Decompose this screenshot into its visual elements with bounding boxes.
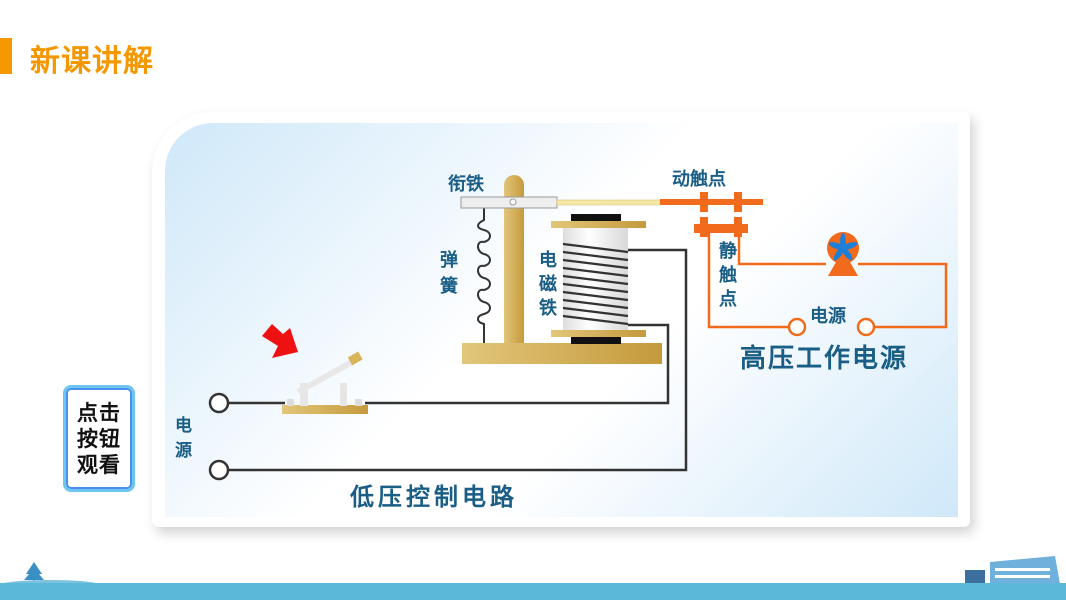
label-lv-circuit: 低压控制电路 — [349, 483, 518, 511]
low-voltage-wires — [228, 248, 688, 472]
armature — [460, 196, 558, 209]
label-lv-source-2: 源 — [175, 440, 192, 461]
red-arrow-icon — [262, 324, 298, 358]
building-icon — [965, 556, 1060, 584]
label-lv-source-1: 电 — [175, 415, 192, 436]
label-static-2: 触 — [719, 264, 737, 286]
label-magnet-1: 电 — [539, 249, 557, 271]
relay-post — [504, 175, 524, 343]
label-hv-source: 电源 — [810, 305, 846, 327]
diagram-panel — [165, 123, 958, 517]
click-to-watch-button[interactable]: 点击 按钮 观看 — [63, 385, 135, 492]
label-armature: 衔铁 — [448, 173, 484, 195]
footer-strip — [0, 583, 1066, 600]
knife-switch[interactable] — [282, 351, 368, 414]
label-spring-2: 簧 — [440, 275, 458, 297]
button-line-3: 观看 — [77, 452, 121, 477]
title-accent-bar — [0, 38, 12, 74]
label-magnet-3: 铁 — [539, 297, 557, 319]
label-hv-circuit: 高压工作电源 — [740, 343, 908, 374]
label-spring-1: 弹 — [440, 249, 458, 271]
static-contact — [694, 217, 748, 237]
fan-icon — [827, 232, 859, 276]
label-moving-contact: 动触点 — [672, 168, 726, 190]
relay-base — [462, 343, 662, 364]
spring — [477, 208, 491, 343]
page-title: 新课讲解 — [30, 44, 154, 79]
label-magnet-2: 磁 — [539, 273, 557, 295]
button-line-1: 点击 — [77, 400, 121, 425]
electromagnet-coil — [551, 214, 646, 344]
label-static-1: 静 — [719, 240, 737, 262]
high-voltage-circuit — [707, 233, 948, 329]
moving-contact — [660, 192, 763, 212]
button-line-2: 按钮 — [77, 426, 121, 451]
lv-terminal-bottom — [208, 459, 230, 481]
label-static-3: 点 — [719, 288, 737, 310]
lv-terminal-top — [208, 392, 230, 414]
